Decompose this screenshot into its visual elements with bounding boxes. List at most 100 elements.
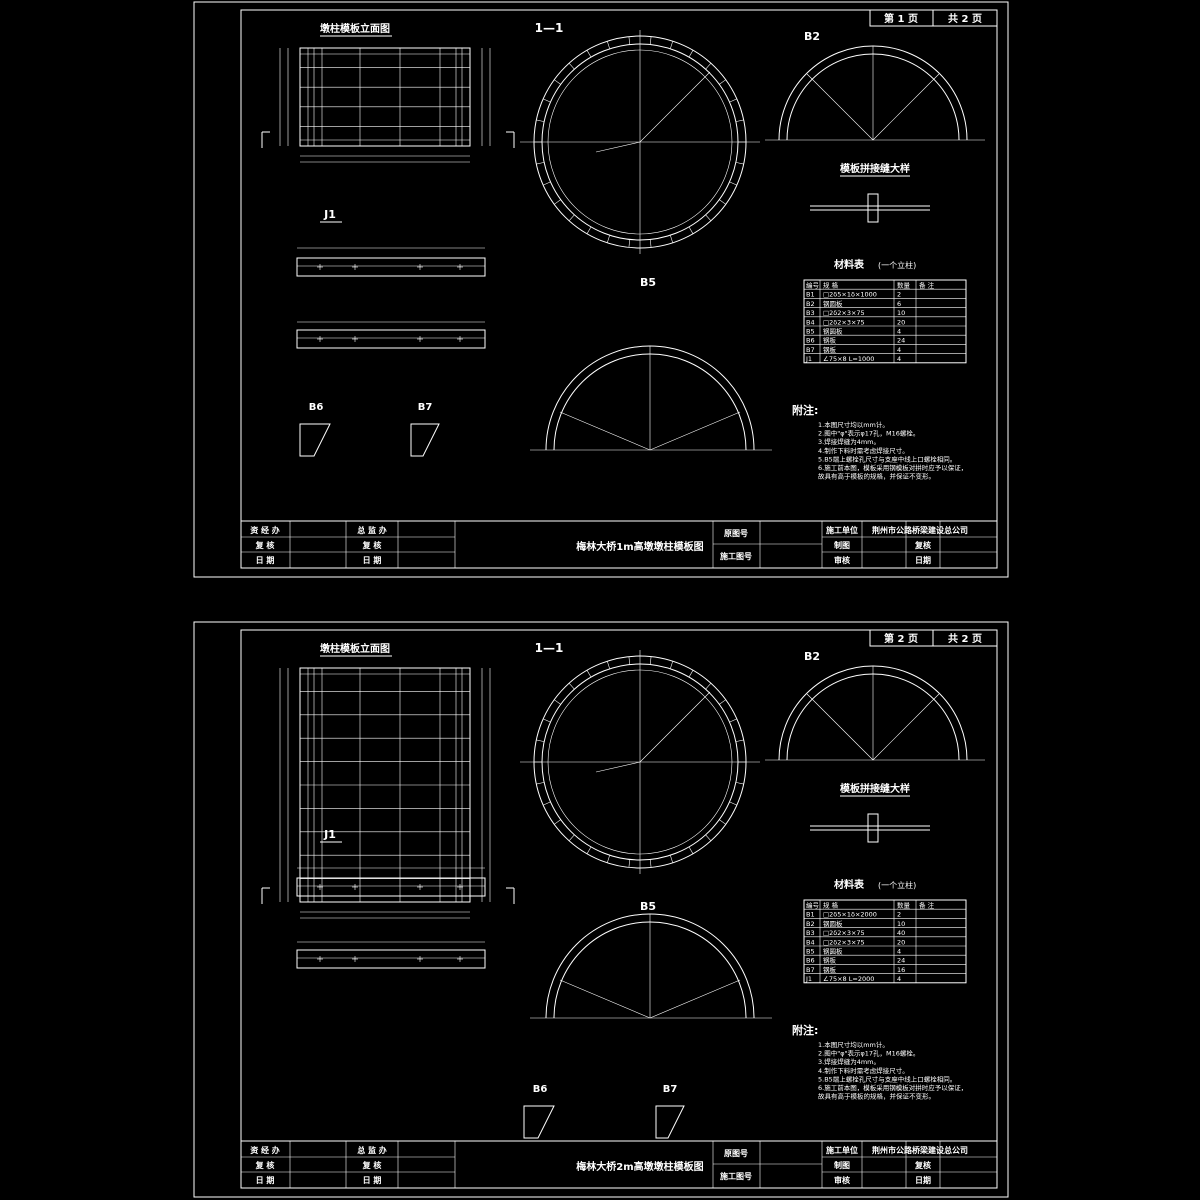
tb-label: 总 监 办 (357, 525, 387, 535)
tb-label: 审核 (834, 555, 850, 565)
table-cell: B4 (806, 938, 815, 946)
table-cell: □2δ2×3×75 (823, 309, 865, 317)
table-cell: B6 (806, 337, 815, 345)
tb-label: 复 核 (255, 1160, 275, 1170)
table-cell: 钢圆板 (823, 299, 843, 308)
tb-label: 日 期 (256, 555, 275, 565)
table-cell: B5 (806, 328, 815, 336)
note-line: 1.本图尺寸均以mm计。 (818, 420, 889, 429)
ring-rib (705, 214, 712, 221)
table-cell: □2δ2×3×75 (823, 929, 865, 937)
table-cell: B2 (806, 920, 815, 928)
tb-label: 制图 (834, 540, 850, 550)
tb-label: 日期 (915, 1175, 931, 1185)
j1-angle-top (296, 257, 486, 277)
ring-rib (688, 226, 694, 234)
table-cell: B5 (806, 948, 815, 956)
ring-rib (669, 661, 674, 669)
ring-rib (705, 834, 712, 841)
ring-rib (735, 782, 744, 785)
ring-rib (606, 235, 611, 243)
b2-title: B2 (804, 30, 820, 43)
ring-rib (729, 181, 737, 186)
table-cell: 备 注 (919, 281, 935, 290)
tb-label: 日 期 (363, 1175, 382, 1185)
page-label: 第 1 页 (884, 12, 918, 25)
b6-plate (523, 1105, 555, 1139)
table-cell: □2δ5×1δ×2000 (823, 911, 877, 919)
ring-rib (688, 670, 694, 678)
b7-title: B7 (418, 402, 433, 413)
table-cell: J1 (805, 355, 812, 363)
table-cell: □2δ2×3×75 (823, 938, 865, 946)
ring-rib (568, 214, 575, 221)
note-line: 6.施工前本图，模板采用钢模板对拼时应予以保证， (818, 463, 967, 472)
ring-rib (586, 846, 592, 854)
tb-label: 复核 (914, 540, 931, 550)
b2-radius (872, 73, 940, 141)
elevation-title: 墩柱模板立面图 (320, 642, 390, 655)
table-cell: ∠75×8 L=1000 (823, 355, 874, 363)
radius-line (639, 71, 711, 143)
sheet-inner-border (240, 629, 998, 1189)
table-cell: 钢圆板 (823, 327, 843, 336)
b5-title: B5 (640, 276, 656, 289)
note-line: 1.本图尺寸均以mm计。 (818, 1040, 889, 1049)
ring-rib (568, 63, 575, 70)
table-cell: B3 (806, 929, 815, 937)
table-cell: 钢板 (823, 956, 837, 965)
ring-rib (554, 699, 561, 705)
ring-rib (628, 36, 631, 45)
radius-line (639, 691, 711, 763)
table-cell: □2δ5×1δ×1000 (823, 291, 877, 299)
ring-rib (606, 855, 611, 863)
j1-angle-top (296, 877, 486, 897)
ring-rib (628, 656, 631, 665)
ring-rib (606, 41, 611, 49)
notes-title: 附注: (792, 403, 818, 417)
table-cell: 4 (897, 328, 901, 336)
ring-rib (705, 63, 712, 70)
table-cell: 数量 (897, 901, 911, 910)
ring-rib (669, 235, 674, 243)
total-label: 共 2 页 (948, 12, 982, 25)
title-block: 资 经 办复 核日 期总 监 办复 核日 期梅林大桥2m高墩墩柱模板图原图号施工… (241, 1140, 997, 1188)
table-cell: B1 (806, 291, 815, 299)
b2-radius (872, 693, 940, 761)
b2-view: B2 (765, 650, 985, 761)
j1-view: J1 (296, 208, 486, 349)
table-cell: 6 (897, 300, 901, 308)
tb-label: 日期 (915, 555, 931, 565)
ring-rib (568, 834, 575, 841)
b7-title: B7 (663, 1084, 678, 1095)
joint-bolt (867, 813, 879, 843)
ring-rib (554, 199, 561, 205)
notes-block: 附注:1.本图尺寸均以mm计。2.图中"φ"表示φ17孔，M16螺栓。3.焊接焊… (792, 403, 967, 481)
ring-rib (669, 855, 674, 863)
table-cell: 钢板 (823, 965, 837, 974)
ring-rib (729, 801, 737, 806)
j1-title: J1 (323, 828, 336, 841)
ring-rib (729, 718, 737, 723)
ring-rib (669, 41, 674, 49)
joint-detail: 模板拼接缝大样 (810, 162, 930, 223)
ring-rib (649, 859, 652, 868)
tb-label: 资 经 办 (250, 1145, 280, 1155)
table-cell: 4 (897, 355, 901, 363)
table-cell: 16 (897, 966, 905, 974)
ring-rib (628, 239, 631, 248)
table-cell: 钢圆板 (823, 947, 843, 956)
table-cell: 10 (897, 309, 905, 317)
table-cell: 24 (897, 957, 905, 965)
sheet-outer-border (193, 621, 1009, 1198)
note-line: 2.图中"φ"表示φ17孔，M16螺栓。 (818, 1049, 919, 1058)
tb-label: 复 核 (362, 540, 382, 550)
ring-rib (606, 661, 611, 669)
tb-label: 原图号 (724, 529, 748, 538)
note-line: 3.焊接焊缝为4mm。 (818, 1057, 880, 1066)
table-cell: 编号 (806, 901, 820, 910)
drawing-title: 梅林大桥1m高墩墩柱模板图 (576, 540, 703, 553)
